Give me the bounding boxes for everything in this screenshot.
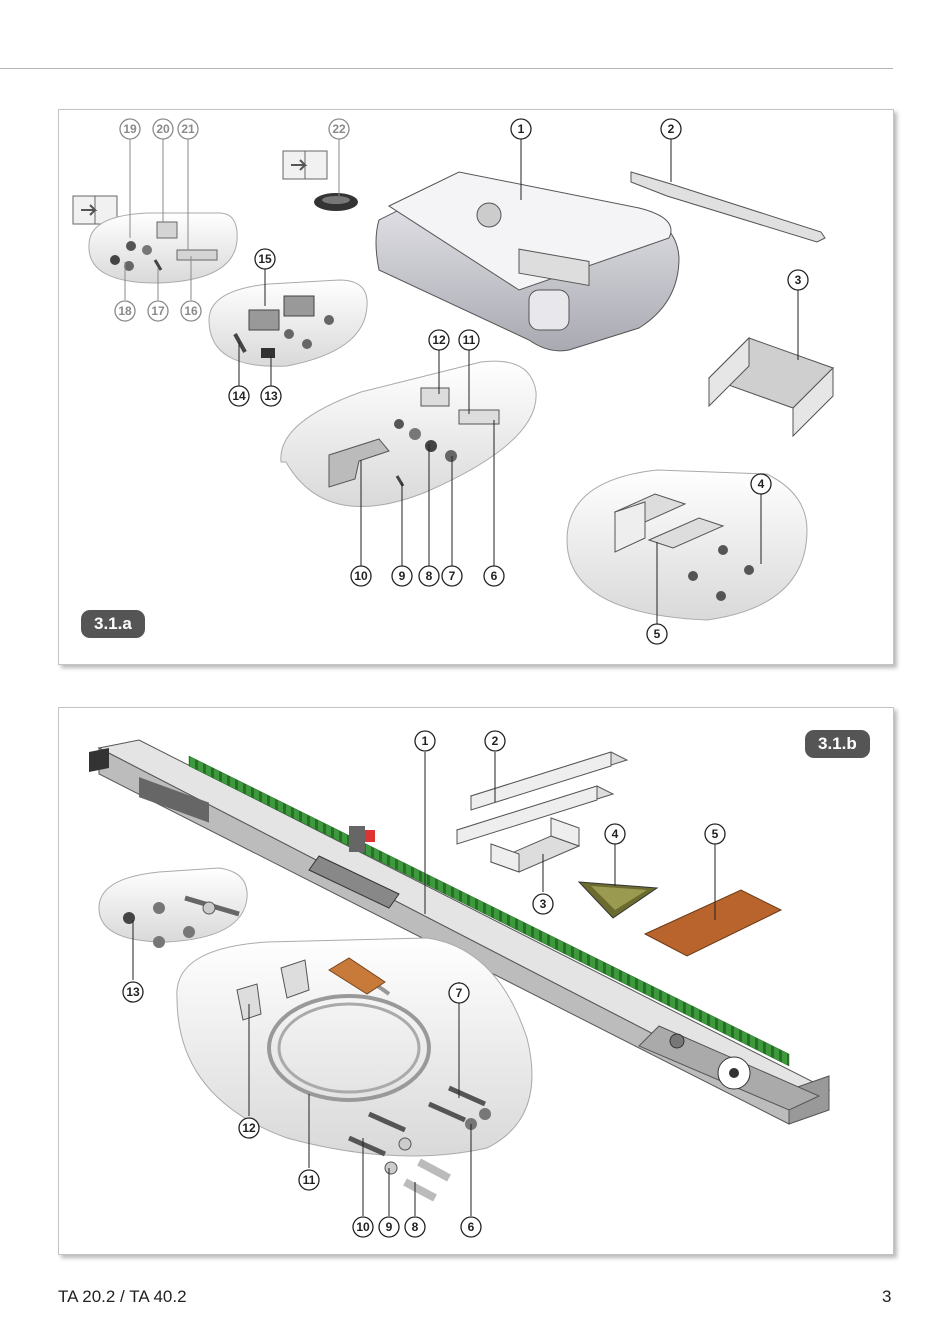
callout-7: 7 (448, 982, 470, 1004)
svg-text:8: 8 (412, 1220, 419, 1234)
svg-text:13: 13 (264, 389, 278, 403)
svg-text:7: 7 (456, 986, 463, 1000)
svg-text:2: 2 (492, 734, 499, 748)
svg-text:21: 21 (181, 122, 195, 136)
callout-3: 3 (787, 269, 809, 291)
parts-bag (98, 867, 248, 948)
callout-5: 5 (704, 823, 726, 845)
svg-text:2: 2 (668, 122, 675, 136)
svg-text:19: 19 (123, 122, 137, 136)
svg-text:11: 11 (303, 1173, 316, 1187)
svg-text:14: 14 (232, 389, 246, 403)
svg-text:10: 10 (356, 1220, 370, 1234)
u-bracket (489, 817, 581, 873)
opener-unit (375, 171, 680, 352)
callout-8: 8 (404, 1216, 426, 1238)
callout-13: 13 (122, 981, 144, 1003)
callout-17: 17 (147, 300, 169, 322)
callout-14: 14 (228, 385, 250, 407)
manual-book-icon (72, 195, 118, 225)
callout-21: 21 (177, 118, 199, 140)
svg-text:11: 11 (463, 333, 476, 347)
callout-2: 2 (660, 118, 682, 140)
figure-a-drawing: 19 20 21 22 1 2 18 17 16 15 3 12 11 14 1… (72, 118, 834, 645)
svg-text:1: 1 (422, 734, 429, 748)
svg-text:20: 20 (156, 122, 170, 136)
callout-2: 2 (484, 730, 506, 752)
figure-b-drawing: 1 2 4 5 3 13 7 12 11 10 9 8 6 (89, 730, 831, 1238)
u-bracket (708, 336, 834, 438)
angle-brackets (455, 751, 629, 845)
callout-5: 5 (646, 623, 668, 645)
parts-bag (566, 469, 808, 621)
footer-page-number: 3 (882, 1287, 892, 1306)
svg-text:13: 13 (126, 985, 140, 999)
callout-1: 1 (414, 730, 436, 752)
callout-19: 19 (119, 118, 141, 140)
svg-text:22: 22 (332, 122, 346, 136)
svg-text:10: 10 (354, 569, 368, 583)
callout-11: 11 (458, 329, 480, 351)
callout-4: 4 (750, 473, 772, 495)
cable (267, 957, 431, 1102)
figure-3-1-a-panel: 19 20 21 22 1 2 18 17 16 15 3 12 11 14 1… (58, 109, 894, 665)
callout-11: 11 (298, 1169, 320, 1191)
callout-18: 18 (114, 300, 136, 322)
callout-10: 10 (352, 1216, 374, 1238)
header-rule (0, 68, 893, 69)
mounting-bracket (630, 171, 826, 243)
callout-16: 16 (180, 300, 202, 322)
callout-7: 7 (441, 565, 463, 587)
callout-6: 6 (483, 565, 505, 587)
callout-3: 3 (532, 893, 554, 915)
callout-8: 8 (418, 565, 440, 587)
callout-22: 22 (328, 118, 350, 140)
parts-bag (208, 279, 368, 367)
svg-text:4: 4 (758, 477, 765, 491)
svg-text:6: 6 (491, 569, 498, 583)
svg-text:12: 12 (242, 1121, 256, 1135)
callout-12: 12 (238, 1117, 260, 1139)
svg-text:9: 9 (399, 569, 406, 583)
svg-text:18: 18 (118, 304, 132, 318)
svg-text:8: 8 (426, 569, 433, 583)
svg-text:4: 4 (612, 827, 619, 841)
svg-text:17: 17 (151, 304, 165, 318)
svg-text:9: 9 (386, 1220, 393, 1234)
svg-text:5: 5 (712, 827, 719, 841)
footer-model: TA 20.2 / TA 40.2 (58, 1287, 187, 1306)
warning-label (577, 881, 659, 919)
svg-text:15: 15 (258, 252, 272, 266)
drilling-template (643, 889, 783, 957)
rail-assembly (89, 739, 831, 1125)
svg-text:16: 16 (184, 304, 198, 318)
svg-text:1: 1 (518, 122, 525, 136)
parts-bag (88, 212, 238, 284)
svg-text:5: 5 (654, 627, 661, 641)
callout-6: 6 (460, 1216, 482, 1238)
figure-label-3-1-a: 3.1.a (81, 610, 145, 638)
parts-bag (280, 360, 537, 508)
svg-text:7: 7 (449, 569, 456, 583)
callout-10: 10 (350, 565, 372, 587)
svg-text:6: 6 (468, 1220, 475, 1234)
parts-bag (176, 937, 533, 1202)
figure-label-3-1-b: 3.1.b (805, 730, 870, 758)
svg-text:3: 3 (540, 897, 547, 911)
svg-text:3: 3 (795, 273, 802, 287)
callout-1: 1 (510, 118, 532, 140)
callout-20: 20 (152, 118, 174, 140)
svg-text:12: 12 (432, 333, 446, 347)
callout-15: 15 (254, 248, 276, 270)
figure-3-1-b-panel: 1 2 4 5 3 13 7 12 11 10 9 8 6 3.1.b (58, 707, 894, 1255)
callout-12: 12 (428, 329, 450, 351)
callout-9: 9 (391, 565, 413, 587)
callout-4: 4 (604, 823, 626, 845)
callout-9: 9 (378, 1216, 400, 1238)
manual-book-icon (282, 150, 328, 180)
callout-13: 13 (260, 385, 282, 407)
remote-control (314, 193, 358, 211)
